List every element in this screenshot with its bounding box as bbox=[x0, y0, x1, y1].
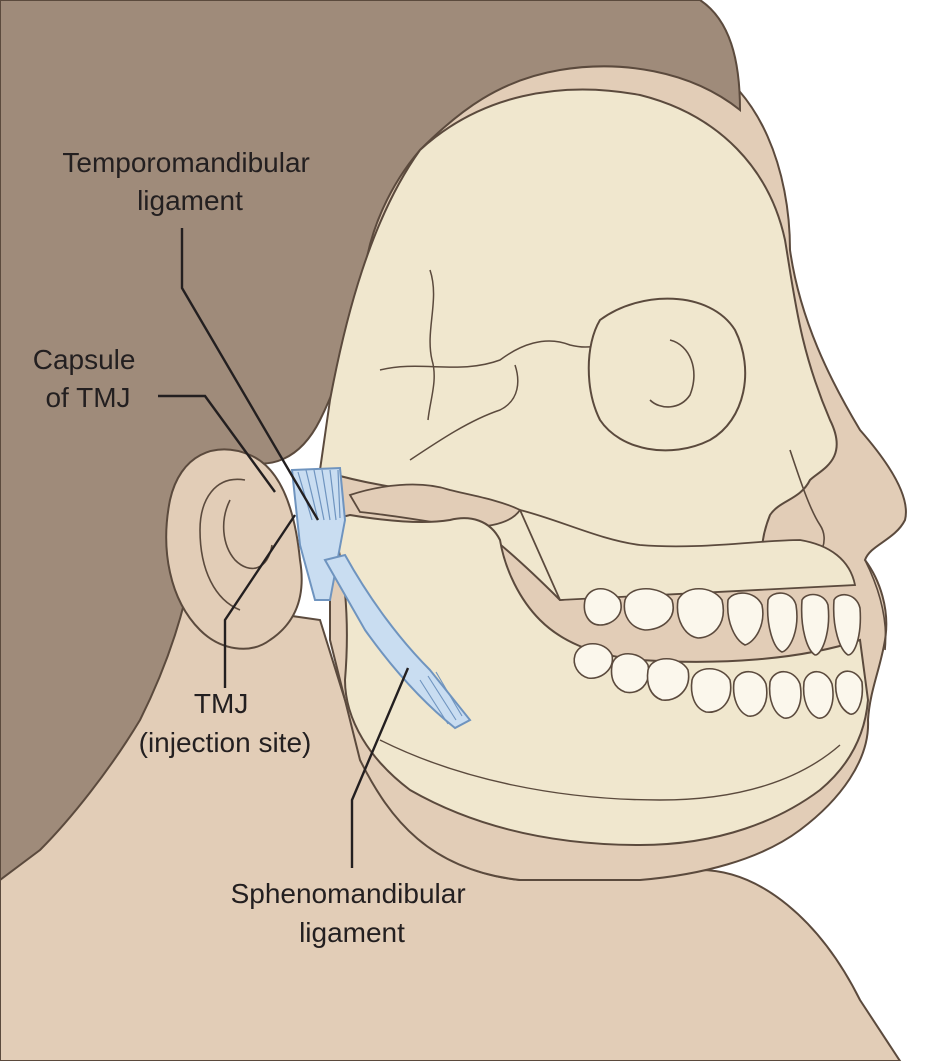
label-capsule-line2: of TMJ bbox=[45, 382, 130, 413]
label-temporomandibular-line1: Temporomandibular bbox=[62, 147, 309, 178]
orbit bbox=[589, 299, 745, 451]
label-capsule-line1: Capsule bbox=[33, 344, 136, 375]
label-temporomandibular-line2: ligament bbox=[137, 185, 243, 216]
label-tmj-line1: TMJ bbox=[194, 688, 248, 719]
label-tmj-line2: (injection site) bbox=[139, 727, 312, 758]
label-sphenomandibular-line1: Sphenomandibular bbox=[231, 878, 466, 909]
label-sphenomandibular-line2: ligament bbox=[299, 917, 405, 948]
